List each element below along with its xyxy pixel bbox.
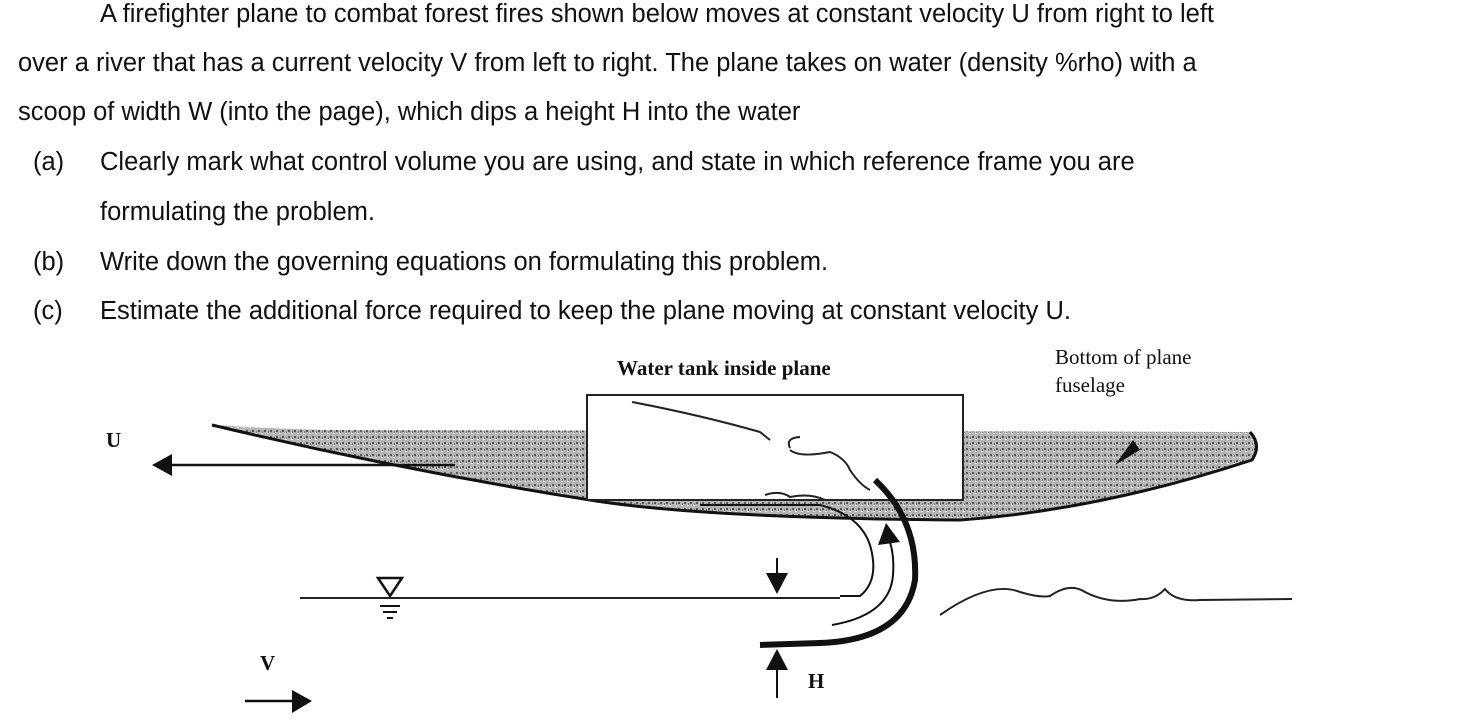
flow-line-outer [700,504,875,597]
free-surface-symbol-icon [375,576,405,619]
u-arrowhead-icon [152,454,172,476]
u-label: U [106,428,121,452]
v-label: V [260,651,275,675]
tank-water-inlet [764,491,826,501]
intro-line-3: scoop of width W (into the page), which … [18,98,801,126]
h-up-arrowhead-icon [766,649,788,670]
tank-label: Water tank inside plane [617,356,831,380]
intro-line-1: A firefighter plane to combat forest fir… [100,0,1215,28]
part-a-text-1: Clearly mark what control volume you are… [100,148,1135,176]
v-arrowhead-icon [292,690,312,713]
h-label: H [808,669,824,693]
tank-water-surface [631,401,871,491]
scoop-diagram: U V H Water tank inside plane Bottom of … [106,345,1293,713]
fuselage-label-line-1: Bottom of plane [1055,345,1191,369]
h-down-arrowhead-icon [766,573,788,594]
flow-arrowhead-icon [878,523,900,545]
part-a-label: (a) [33,148,65,176]
flow-arrow [831,531,895,626]
scoop [759,477,919,648]
intro-line-2: over a river that has a current velocity… [18,49,1197,77]
part-b-text: Write down the governing equations on fo… [100,248,829,276]
water-tank [586,394,964,501]
part-b-label: (b) [33,248,65,276]
part-a-text-2: formulating the problem. [100,198,375,226]
fuselage-label-line-2: fuselage [1055,373,1125,397]
fuselage-pointer-icon [1115,440,1140,465]
wave-line [939,586,1293,616]
part-c-text: Estimate the additional force required t… [100,297,1071,325]
part-c-label: (c) [33,297,63,325]
fuselage-bottom-line [211,423,1258,522]
